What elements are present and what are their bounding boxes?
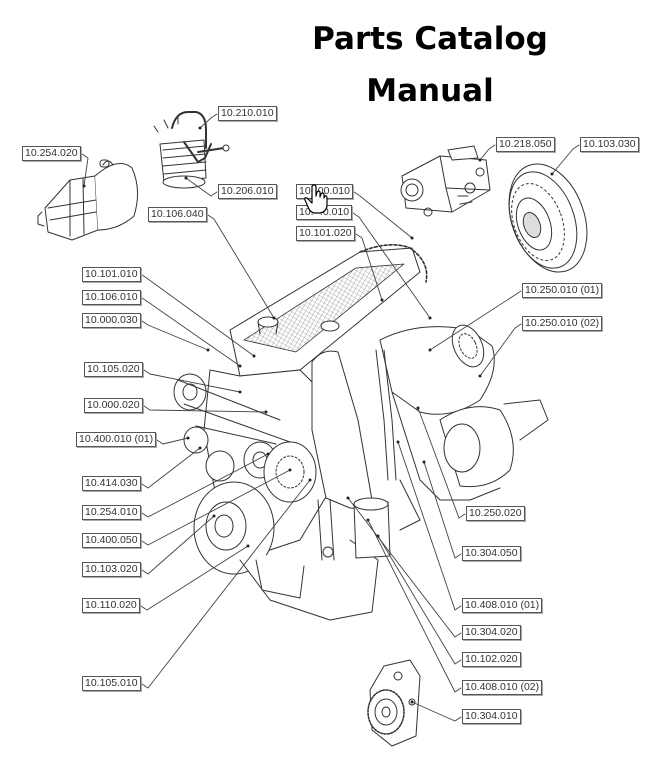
leader-line-c15: [156, 437, 189, 445]
leader-line-c25: [423, 461, 462, 559]
leader-line-c22: [429, 290, 522, 351]
leader-dot-c01: [82, 184, 86, 188]
leader-line-c26: [397, 441, 462, 611]
leader-dot-c02: [198, 126, 202, 130]
leader-dot-c20: [246, 544, 250, 548]
callout-label-c18[interactable]: 10.400.050: [82, 533, 141, 548]
callout-label-c10[interactable]: 10.101.010: [82, 267, 141, 282]
callout-label-c25[interactable]: 10.304.050: [462, 546, 521, 561]
callout-label-c01[interactable]: 10.254.020: [22, 146, 81, 161]
leader-dot-c05: [410, 236, 414, 240]
leader-dot-c03: [184, 176, 188, 180]
leader-dot-c17: [266, 452, 270, 456]
leader-dot-c06: [428, 316, 432, 320]
callout-label-c22[interactable]: 10.250.010 (01): [522, 283, 603, 298]
callout-label-c09[interactable]: 10.103.030: [580, 137, 639, 152]
leader-dot-c09: [550, 172, 554, 176]
leader-line-c27: [347, 497, 462, 638]
leader-dot-c04: [272, 316, 276, 320]
air-filter-housing-part[interactable]: [37, 159, 138, 241]
leader-dot-c24: [416, 406, 420, 410]
leader-line-c16: [141, 447, 201, 489]
leader-line-c19: [141, 515, 215, 575]
callout-label-c21[interactable]: 10.105.010: [82, 676, 141, 691]
leader-line-c12: [141, 320, 209, 351]
leader-line-c02: [199, 113, 218, 129]
callout-label-c27[interactable]: 10.304.020: [462, 625, 521, 640]
callout-label-c19[interactable]: 10.103.020: [82, 562, 141, 577]
injection-pump-part[interactable]: [400, 145, 491, 217]
flywheel-part[interactable]: [495, 153, 601, 283]
leader-dot-c12: [206, 348, 210, 352]
hand-pointer-icon: [304, 184, 328, 214]
leader-dot-c26: [396, 440, 400, 444]
callout-label-c12[interactable]: 10.000.030: [82, 313, 141, 328]
leader-line-c18: [141, 469, 291, 546]
engine-block-part[interactable]: [173, 244, 549, 621]
leader-line-c24: [417, 407, 466, 519]
leader-dot-c21: [308, 478, 312, 482]
leader-dot-c27: [346, 496, 350, 500]
leader-line-c30: [411, 701, 462, 722]
callout-label-c13[interactable]: 10.105.020: [84, 362, 143, 377]
leader-dot-c28: [376, 534, 380, 538]
leader-dot-c29: [366, 518, 370, 522]
leader-line-c06: [352, 212, 431, 319]
callout-label-c26[interactable]: 10.408.010 (01): [462, 598, 543, 613]
leader-dot-c30: [410, 700, 414, 704]
leader-dot-c07: [380, 298, 384, 302]
leader-line-c08: [479, 144, 496, 161]
callout-label-c15[interactable]: 10.400.010 (01): [76, 432, 157, 447]
leader-dot-c08: [478, 158, 482, 162]
leader-dot-c13: [238, 390, 242, 394]
callout-label-c24[interactable]: 10.250.020: [466, 506, 525, 521]
leader-line-c14: [143, 405, 267, 413]
leader-dot-c18: [288, 468, 292, 472]
callout-label-c20[interactable]: 10.110.020: [82, 598, 140, 613]
leader-line-c01: [81, 153, 89, 187]
leader-line-c07: [355, 233, 383, 301]
callout-label-c17[interactable]: 10.254.010: [82, 505, 141, 520]
leader-line-c09: [551, 144, 580, 175]
callout-label-c08[interactable]: 10.218.050: [496, 137, 555, 152]
leader-dot-c16: [198, 446, 202, 450]
leader-line-c10: [141, 274, 255, 357]
callout-label-c30[interactable]: 10.304.010: [462, 709, 521, 724]
leader-line-c17: [141, 453, 269, 518]
callout-label-c28[interactable]: 10.102.020: [462, 652, 521, 667]
leader-line-c23: [479, 323, 522, 377]
leader-dot-c25: [422, 460, 426, 464]
callout-label-c23[interactable]: 10.250.010 (02): [522, 316, 603, 331]
leader-line-c13: [143, 369, 241, 393]
leader-dot-c22: [428, 348, 432, 352]
callout-label-c16[interactable]: 10.414.030: [82, 476, 141, 491]
leader-dot-c19: [212, 514, 216, 518]
leader-line-c03: [185, 177, 218, 197]
leader-line-c29: [367, 519, 462, 693]
leader-dot-c14: [264, 410, 268, 414]
callout-label-c04[interactable]: 10.106.040: [148, 207, 207, 222]
callout-label-c02[interactable]: 10.210.010: [218, 106, 277, 121]
leader-line-c11: [141, 297, 241, 367]
fuel-filter-part[interactable]: [153, 111, 230, 189]
leader-dot-c23: [478, 374, 482, 378]
leader-dot-c11: [238, 364, 242, 368]
title-line-1: Parts Catalog: [312, 21, 548, 57]
leader-line-c28: [377, 535, 462, 665]
leader-line-c21: [141, 479, 311, 689]
callout-label-c11[interactable]: 10.106.010: [82, 290, 141, 305]
leader-line-c20: [140, 545, 249, 611]
leader-line-c04: [207, 214, 275, 319]
callout-label-c14[interactable]: 10.000.020: [84, 398, 143, 413]
callout-label-c07[interactable]: 10.101.020: [296, 226, 355, 241]
callout-label-c29[interactable]: 10.408.010 (02): [462, 680, 543, 695]
title-line-2: Manual: [366, 73, 494, 109]
leader-dot-c15: [186, 436, 190, 440]
callout-label-c03[interactable]: 10.206.010: [218, 184, 277, 199]
leader-dot-c10: [252, 354, 256, 358]
leader-line-c05: [353, 191, 413, 239]
water-pump-part[interactable]: [367, 659, 421, 747]
